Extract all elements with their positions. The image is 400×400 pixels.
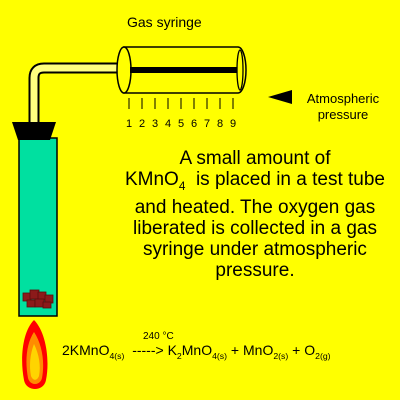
eq-product2: MnO (243, 342, 274, 358)
description-compound-subscript: 4 (178, 179, 186, 193)
eq-product1-c: MnO (181, 342, 213, 358)
description-compound: KMnO (124, 169, 179, 190)
eq-plus2: + (292, 342, 301, 358)
eq-plus1: + (230, 342, 240, 358)
description-part2: is placed in a test tube and heated. The… (133, 169, 386, 281)
temperature-label: 240 °C (143, 331, 174, 342)
syringe-scale: 1 2 3 4 5 6 7 8 9 (122, 118, 252, 134)
eq-product1-state: 4(s) (212, 350, 228, 361)
eq-reactant: 2KMnO (62, 342, 110, 358)
scale-number: 4 (164, 118, 172, 130)
scale-number: 3 (151, 118, 159, 130)
atmospheric-pressure-arrow (268, 90, 292, 104)
stopper (12, 122, 56, 140)
eq-product3-state: 2(g) (315, 350, 331, 361)
syringe-plunger (130, 67, 240, 73)
scale-number: 2 (138, 118, 146, 130)
scale-number: 6 (190, 118, 198, 130)
scale-number: 1 (125, 118, 133, 130)
scale-number: 7 (203, 118, 211, 130)
eq-reactant-state: 4(s) (109, 350, 125, 361)
gas-syringe (116, 46, 247, 94)
eq-product1-a: K (167, 342, 177, 358)
eq-arrow: -----> (132, 342, 164, 358)
eq-product2-state: 2(s) (273, 350, 289, 361)
bunsen-flame (22, 320, 48, 389)
scale-number: 8 (216, 118, 224, 130)
atmospheric-pressure-line2: pressure (317, 107, 369, 122)
atmospheric-pressure-line1: Atmospheric (306, 91, 380, 106)
kmno4-sample (22, 289, 54, 309)
delivery-tube (28, 62, 122, 125)
scale-number: 5 (177, 118, 185, 130)
test-tube-body (18, 137, 58, 317)
experiment-description: A small amount of KMnO4 is placed in a t… (110, 148, 400, 281)
chemical-equation: 2KMnO4(s) -----> K2MnO4(s) + MnO2(s) + O… (62, 342, 331, 361)
atmospheric-pressure-label: Atmospheric pressure (296, 91, 390, 123)
eq-product1-b: 2 (176, 350, 182, 361)
description-part1: A small amount of (179, 148, 331, 169)
eq-product3: O (304, 342, 316, 358)
syringe-barrel-end (116, 46, 132, 94)
syringe-plunger-head (236, 49, 244, 91)
flame-inner (30, 344, 40, 380)
scale-number: 9 (229, 118, 237, 130)
syringe-scale-ticks (128, 98, 234, 109)
test-tube (12, 122, 58, 317)
gas-syringe-label: Gas syringe (127, 14, 202, 30)
